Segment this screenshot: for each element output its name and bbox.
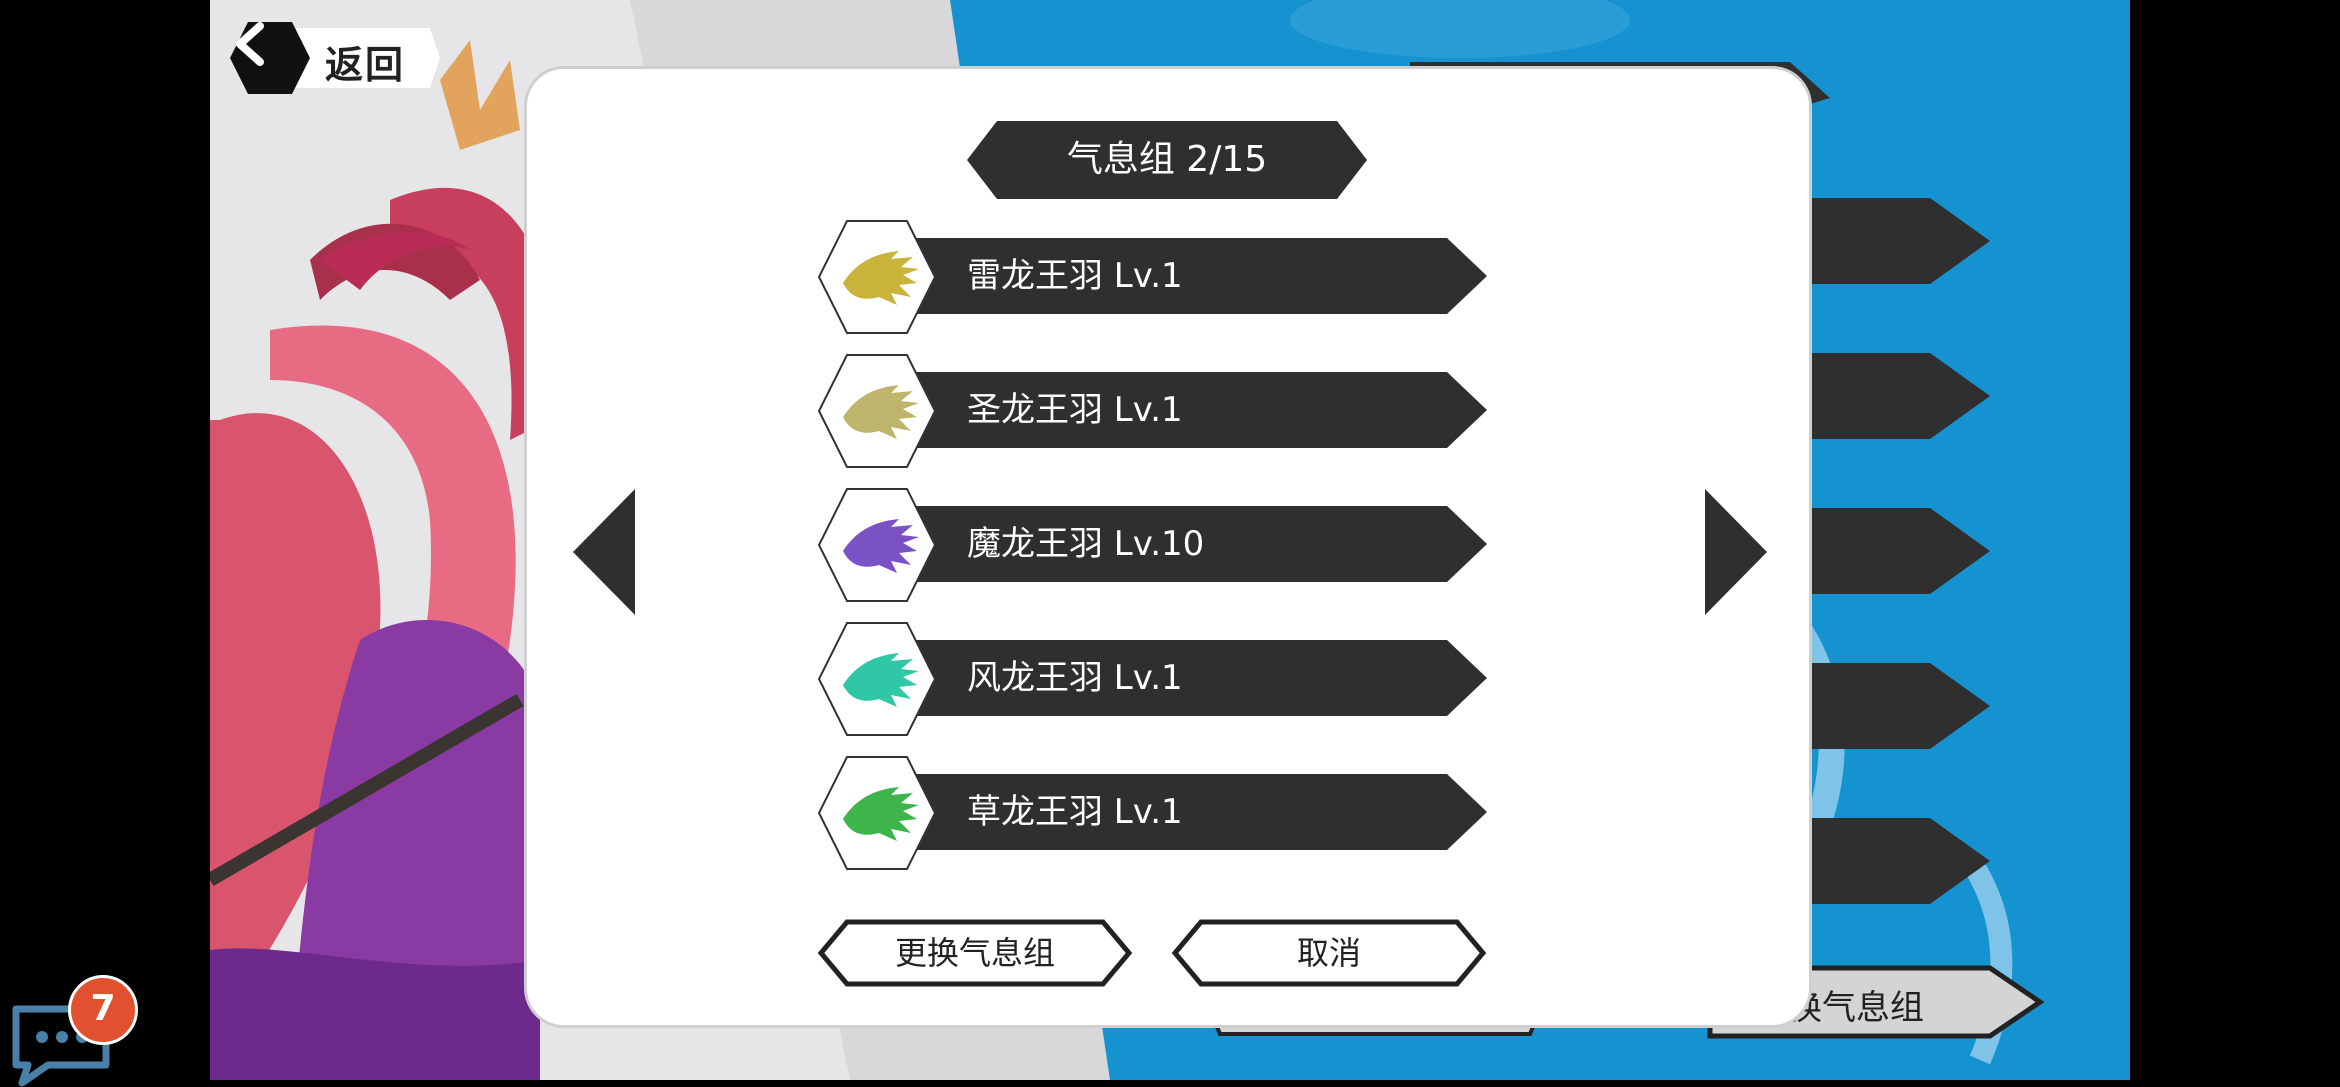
demon-dragon-feather-icon [817,488,937,602]
modal-title-tag: 气息组 2/15 [967,121,1367,199]
lightning-dragon-feather-icon [817,220,937,334]
item-label: 草龙王羽 Lv.1 [967,792,1183,832]
item-label: 圣龙王羽 Lv.1 [967,390,1183,430]
back-label: 返回 [325,43,406,87]
list-item-demon-dragon-feather[interactable]: 魔龙王羽 Lv.10 [817,485,1487,605]
item-label: 雷龙王羽 Lv.1 [967,256,1183,296]
list-item-grass-dragon-feather[interactable]: 草龙王羽 Lv.1 [817,753,1487,873]
chevron-left-icon [236,22,264,66]
holy-dragon-feather-icon [817,354,937,468]
modal-title: 气息组 2/15 [1066,139,1268,180]
grass-dragon-feather-icon [817,756,937,870]
unread-badge: 7 [68,975,138,1045]
change-breath-group-label: 更换气息组 [894,934,1055,972]
chat-button[interactable]: 7 [8,975,138,1087]
next-page-arrow-icon[interactable] [1703,489,1767,615]
change-breath-group-button[interactable]: 更换气息组 [817,919,1133,987]
item-label: 魔龙王羽 Lv.10 [967,524,1205,564]
wind-dragon-feather-icon [817,622,937,736]
list-item-wind-dragon-feather[interactable]: 风龙王羽 Lv.1 [817,619,1487,739]
list-item-holy-dragon-feather[interactable]: 圣龙王羽 Lv.1 [817,351,1487,471]
cancel-button[interactable]: 取消 [1171,919,1487,987]
list-item-thunder-dragon-feather[interactable]: 雷龙王羽 Lv.1 [817,217,1487,337]
previous-page-arrow-icon[interactable] [573,489,637,615]
breath-group-modal: 气息组 2/15 雷龙王羽 Lv.1 圣龙王羽 Lv.1 [524,66,1812,1028]
cancel-label: 取消 [1296,934,1361,972]
item-label: 风龙王羽 Lv.1 [967,658,1183,698]
back-button[interactable]: 返回 [230,22,440,94]
